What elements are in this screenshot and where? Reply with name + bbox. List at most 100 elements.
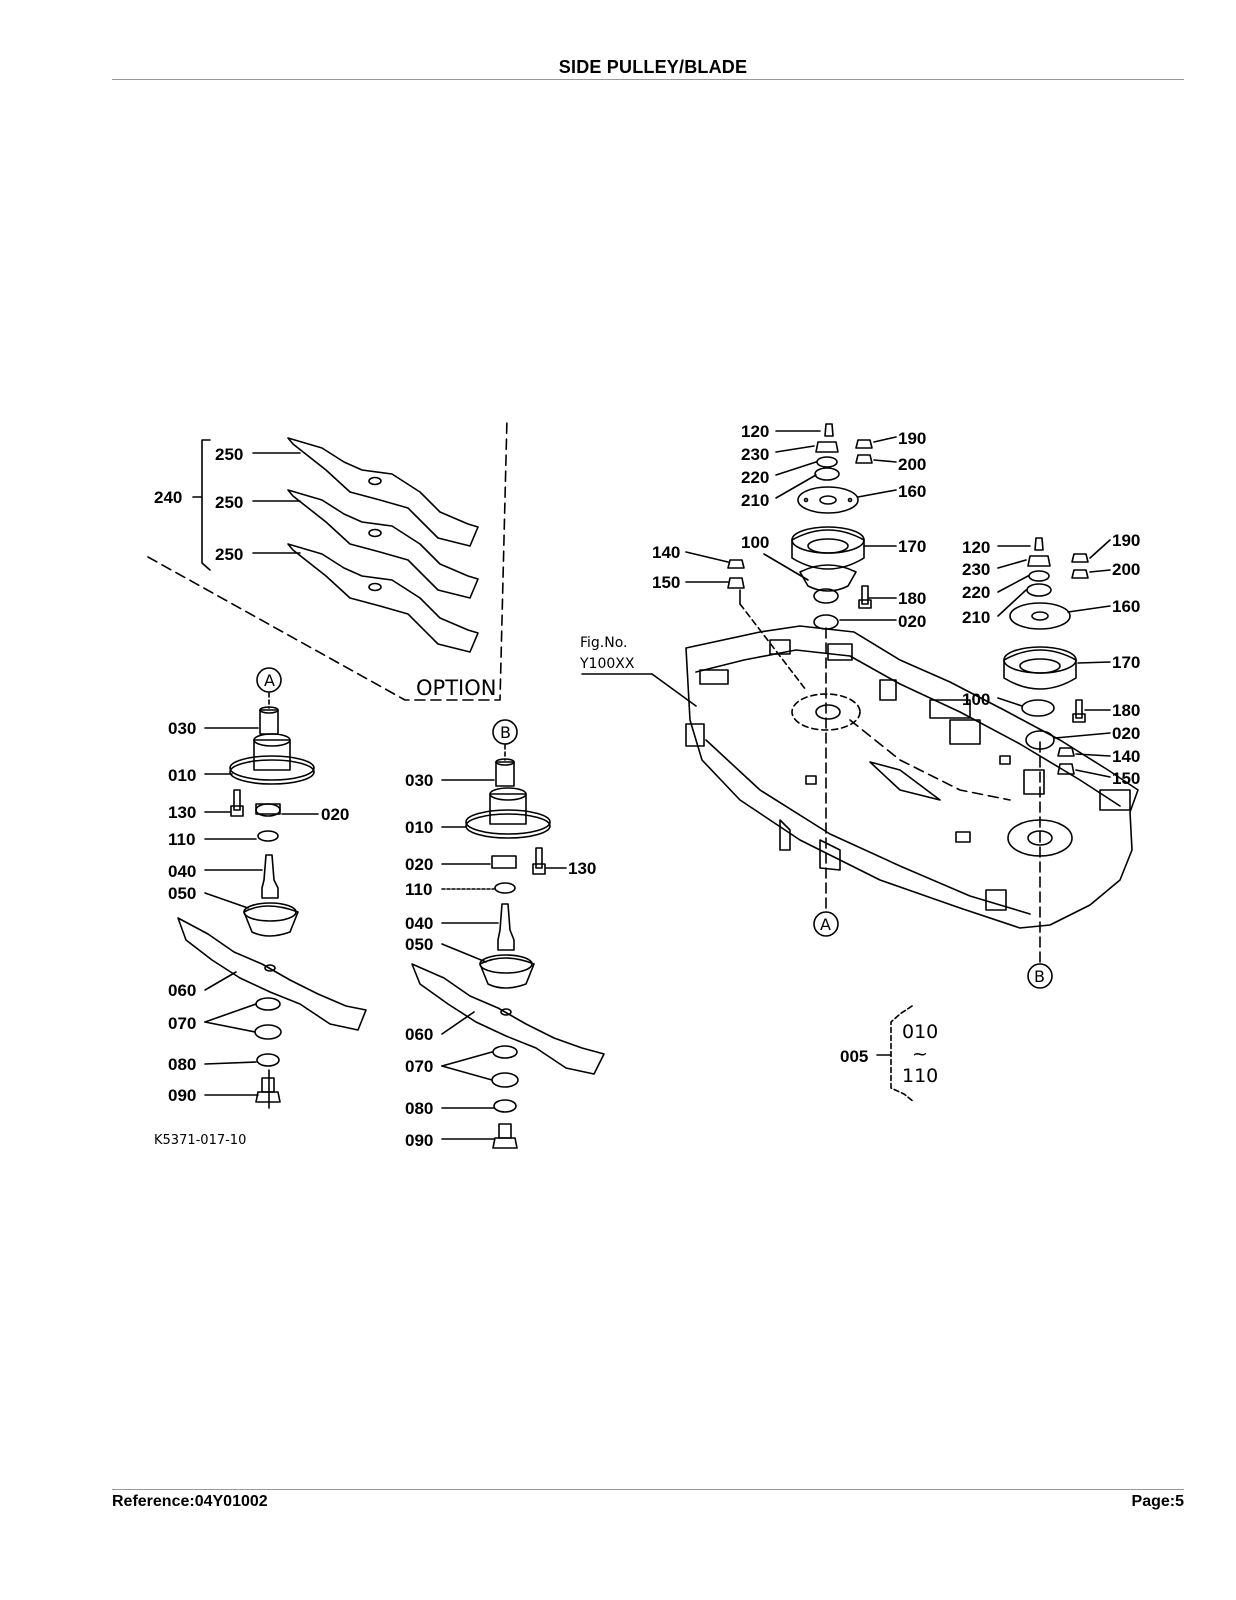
label-b-050: 050: [405, 935, 433, 954]
label-b-040: 040: [405, 914, 433, 933]
deck-marker-a-circle: [813, 911, 839, 937]
label-l-170: 170: [898, 537, 926, 556]
label-b-030: 030: [405, 771, 433, 790]
label-blade-250-3: 250: [215, 545, 243, 564]
pulley-170-r: [1003, 649, 1077, 690]
fig-label: Fig.No.: [580, 635, 628, 651]
nut-190-r: [1071, 553, 1089, 563]
label-r-220: 220: [962, 583, 990, 602]
label-l-150: 150: [652, 573, 680, 592]
labels-assembly-a: A 030 010 130 020 110 040 050 060 070 08…: [154, 671, 349, 1148]
label-a-130: 130: [168, 803, 196, 822]
kit-005-number: 005: [840, 1047, 868, 1066]
label-b-110: 110: [405, 880, 432, 899]
housing-010: [229, 755, 315, 781]
marker-a: A: [264, 671, 275, 690]
label-blade-250-1: 250: [215, 445, 243, 464]
label-b-070: 070: [405, 1057, 433, 1076]
drawing-code: K5371-017-10: [154, 1133, 246, 1148]
label-a-070: 070: [168, 1014, 196, 1033]
label-r-190: 190: [1112, 531, 1140, 550]
left-pulley-drawing: [727, 423, 873, 630]
kit-005-range-sep: ~: [912, 1043, 928, 1065]
collar-110: [257, 830, 279, 842]
kit-005-range-start: 010: [902, 1021, 938, 1043]
reference-text: Reference:04Y01002: [112, 1493, 268, 1510]
label-l-160: 160: [898, 482, 926, 501]
bearing-020-r: [1025, 730, 1055, 750]
nut-150-r: [1057, 763, 1075, 775]
labels-right-pulley: 120 230 220 210 190 200 160 170 100 180 …: [962, 531, 1140, 788]
nut-230-r: [1027, 555, 1051, 567]
cup-050-b: [479, 957, 535, 989]
mower-deck-drawing: [581, 589, 1139, 989]
label-l-120: 120: [741, 422, 769, 441]
hub-100: [799, 564, 857, 592]
right-pulley-drawing: [1003, 537, 1089, 775]
option-blade-1: [287, 437, 479, 547]
nut-200-r: [1071, 569, 1089, 579]
option-dashed-border: [147, 417, 508, 701]
bolt-180: [861, 585, 869, 605]
label-r-230: 230: [962, 560, 990, 579]
fitting-120: [824, 423, 834, 437]
label-a-040: 040: [168, 862, 196, 881]
label-a-080: 080: [168, 1055, 196, 1074]
assembly-b-drawing: [411, 719, 605, 1149]
page-title: SIDE PULLEY/BLADE: [558, 57, 748, 77]
label-l-020: 020: [898, 612, 926, 631]
bolt-130: [233, 789, 241, 811]
labels-left-pulley: 120 230 220 210 190 200 160 100 170 140 …: [652, 422, 926, 631]
option-blade-3: [287, 543, 479, 653]
fig-code: Y100XX: [579, 656, 635, 672]
bolt-180-r: [1075, 699, 1083, 719]
washer-070-2: [254, 1024, 282, 1040]
label-r-120: 120: [962, 538, 990, 557]
leaders-b: [441, 779, 567, 1140]
nut-140: [727, 559, 745, 569]
plate-160-r: [1009, 602, 1071, 630]
blade-060-b: [411, 963, 605, 1075]
bolt-130-b: [535, 847, 543, 869]
label-l-230: 230: [741, 445, 769, 464]
label-b-080: 080: [405, 1099, 433, 1118]
label-r-170: 170: [1112, 653, 1140, 672]
label-r-140: 140: [1112, 747, 1140, 766]
marker-b: B: [500, 723, 511, 742]
option-blade-2: [287, 489, 479, 599]
washer-220-r: [1028, 570, 1050, 582]
plate-160: [797, 486, 859, 514]
label-blade-250-2: 250: [215, 493, 243, 512]
label-l-190: 190: [898, 429, 926, 448]
marker-a-circle: [256, 667, 282, 693]
nut-140-r: [1057, 747, 1075, 757]
deck-marker-b: B: [1034, 967, 1045, 986]
washer-070-1: [255, 997, 281, 1011]
label-b-060: 060: [405, 1025, 433, 1044]
bolt-090-b: [498, 1123, 512, 1139]
nut-150: [727, 577, 745, 589]
label-a-020: 020: [321, 805, 349, 824]
kit-005-bracket: [876, 1005, 915, 1103]
pulley-170: [791, 529, 865, 570]
label-b-090: 090: [405, 1131, 433, 1150]
cup-050: [243, 905, 299, 937]
label-l-180: 180: [898, 589, 926, 608]
footer-rule: [112, 1489, 1184, 1490]
label-r-020: 020: [1112, 724, 1140, 743]
deck-marker-a: A: [820, 915, 831, 934]
label-b-010: 010: [405, 818, 433, 837]
bolt-090: [261, 1077, 275, 1093]
nut-200: [855, 454, 873, 464]
fitting-120-r: [1034, 537, 1044, 551]
bearing-020-left: [813, 588, 839, 604]
hub-100-r: [1021, 699, 1055, 717]
label-a-050: 050: [168, 884, 196, 903]
labels-deck: Fig.No. Y100XX A B: [579, 635, 1045, 986]
washer-070-b2: [491, 1072, 519, 1088]
label-l-210: 210: [741, 491, 769, 510]
marker-b-circle: [492, 719, 518, 745]
label-r-180: 180: [1112, 701, 1140, 720]
page-number: Page:5: [1131, 1493, 1184, 1510]
